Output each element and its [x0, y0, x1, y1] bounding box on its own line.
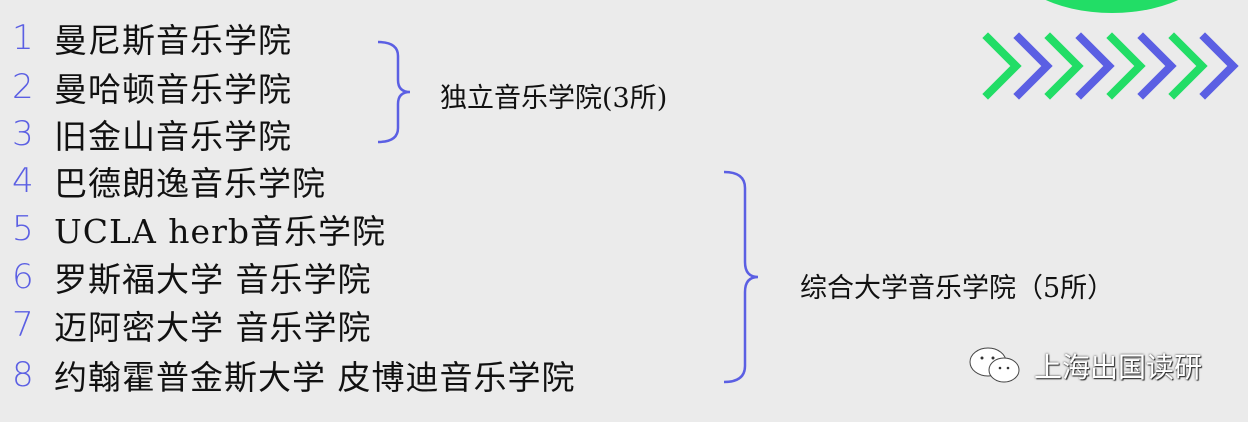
- item-number: 7: [12, 305, 34, 345]
- chevron-icon: [982, 32, 1022, 100]
- item-text: 迈阿密大学 音乐学院: [54, 308, 372, 347]
- green-circle-decoration: [1045, 0, 1179, 13]
- item-number: 2: [12, 67, 34, 107]
- group-label-independent: 独立音乐学院(3所): [440, 83, 668, 114]
- list-item: 5 UCLA herb音乐学院: [12, 205, 386, 253]
- item-text: 旧金山音乐学院: [54, 117, 292, 156]
- item-text: 曼哈顿音乐学院: [54, 70, 292, 109]
- item-number: 3: [12, 114, 34, 154]
- item-text: 巴德朗逸音乐学院: [54, 164, 326, 203]
- bracket-independent: [377, 40, 411, 144]
- list-item: 7 迈阿密大学 音乐学院: [12, 301, 372, 349]
- chevron-icon: [1075, 32, 1115, 100]
- wechat-icon: [969, 347, 1020, 383]
- chevron-icon: [1106, 32, 1146, 100]
- group-label-university: 综合大学音乐学院（5所）: [800, 273, 1115, 304]
- list-item: 2 曼哈顿音乐学院: [12, 63, 292, 111]
- item-text: 曼尼斯音乐学院: [54, 21, 292, 60]
- watermark-text: 上海出国读研: [1034, 351, 1203, 384]
- item-number: 6: [12, 257, 34, 297]
- chevron-icon: [1137, 32, 1177, 100]
- chevron-icon: [1013, 32, 1053, 100]
- chevron-icon: [1199, 32, 1239, 100]
- chevron-icon: [1168, 32, 1208, 100]
- item-number: 8: [12, 355, 34, 395]
- chevron-arrows-icon: [982, 32, 1239, 100]
- watermark: 上海出国读研: [966, 346, 1202, 386]
- list-item: 6 罗斯福大学 音乐学院: [12, 253, 372, 301]
- item-number: 5: [12, 209, 34, 249]
- bracket-university: [723, 170, 759, 384]
- chevron-icon: [1044, 32, 1084, 100]
- item-text: 罗斯福大学 音乐学院: [54, 260, 372, 299]
- list-item: 8 约翰霍普金斯大学 皮博迪音乐学院: [12, 351, 576, 399]
- list-item: 4 巴德朗逸音乐学院: [12, 157, 326, 205]
- item-number: 1: [12, 18, 34, 58]
- item-text: UCLA herb音乐学院: [54, 212, 386, 251]
- list-item: 1 曼尼斯音乐学院: [12, 14, 292, 62]
- list-item: 3 旧金山音乐学院: [12, 110, 292, 158]
- item-text: 约翰霍普金斯大学 皮博迪音乐学院: [54, 358, 576, 397]
- item-number: 4: [12, 161, 34, 201]
